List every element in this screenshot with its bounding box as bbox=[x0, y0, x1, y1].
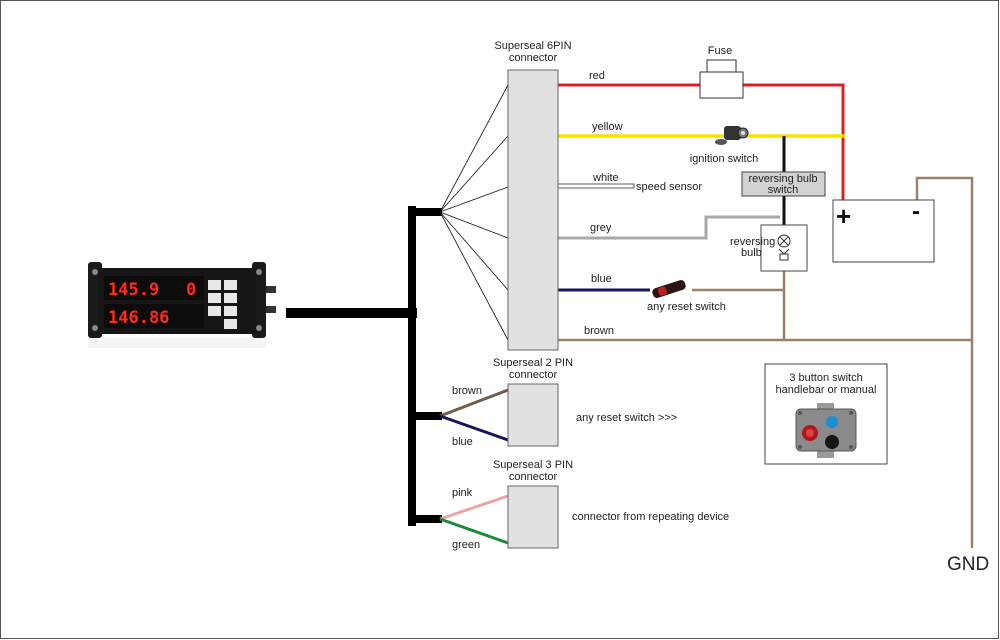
wire-label-brown-2pin: brown bbox=[452, 385, 482, 397]
three-button-switch-icon bbox=[795, 403, 857, 458]
superseal-2pin-connector bbox=[507, 383, 559, 447]
battery-plus-sign: + bbox=[836, 201, 851, 231]
wire-label-white: white bbox=[592, 172, 619, 184]
battery-box bbox=[832, 199, 935, 263]
device-cable-plug bbox=[266, 306, 276, 313]
device-button bbox=[224, 306, 237, 316]
superseal-3pin-connector bbox=[507, 485, 559, 549]
wire-label-pink: pink bbox=[452, 487, 473, 499]
ignition-switch-icon bbox=[715, 126, 749, 145]
wire-label-yellow: yellow bbox=[592, 121, 623, 133]
display-top-digits: 145.9 bbox=[108, 280, 159, 300]
main-harness bbox=[286, 206, 442, 526]
wire-label-red: red bbox=[589, 70, 605, 82]
wire-red-to-battery bbox=[743, 83, 845, 200]
wire-blue-2pin bbox=[439, 414, 509, 442]
trip-computer-device: 145.9 0 146.86 bbox=[88, 262, 276, 348]
fuse-label: Fuse bbox=[708, 45, 732, 57]
wire-grey bbox=[558, 215, 780, 240]
wire-label-green: green bbox=[452, 539, 480, 551]
reversing-bulb-switch-box bbox=[741, 171, 826, 197]
fuse-body bbox=[699, 71, 744, 99]
device-button bbox=[224, 293, 237, 303]
wire-brown-2pin bbox=[439, 388, 509, 418]
device-screw-icon bbox=[92, 269, 98, 275]
display-top-right-digit: 0 bbox=[186, 280, 196, 300]
device-button bbox=[224, 319, 237, 329]
device-button bbox=[224, 280, 237, 290]
ignition-switch-label: ignition switch bbox=[690, 153, 758, 165]
bulb-icon bbox=[777, 234, 791, 261]
any-reset-switch-label: any reset switch bbox=[647, 301, 726, 313]
device-screw-icon bbox=[256, 269, 262, 275]
display-top-window bbox=[104, 276, 204, 300]
wire-label-blue-2pin: blue bbox=[452, 436, 473, 448]
reset-switch-icon bbox=[652, 280, 686, 298]
device-screw-icon bbox=[92, 325, 98, 331]
device-button bbox=[208, 293, 221, 303]
reset-switch-2pin-label: any reset switch >>> bbox=[576, 412, 677, 424]
wire-white bbox=[557, 183, 635, 189]
wire-label-blue: blue bbox=[591, 273, 612, 285]
device-cable-plug bbox=[266, 286, 276, 293]
wire-pink bbox=[439, 494, 509, 521]
device-button bbox=[208, 306, 221, 316]
repeating-device-label: connector from repeating device bbox=[572, 511, 729, 523]
device-reflection bbox=[88, 338, 266, 348]
superseal-6pin-connector bbox=[507, 69, 559, 351]
fuse-cap bbox=[706, 59, 737, 73]
battery-minus-sign: - bbox=[912, 198, 920, 225]
gnd-label: GND bbox=[947, 554, 989, 575]
speed-sensor-label: speed sensor bbox=[636, 181, 702, 193]
wire-label-brown: brown bbox=[584, 325, 614, 337]
wire-label-grey: grey bbox=[590, 222, 612, 234]
reversing-bulb-box bbox=[760, 224, 808, 272]
device-button bbox=[208, 280, 221, 290]
display-bottom-digits: 146.86 bbox=[108, 308, 169, 328]
display-bottom-window bbox=[104, 304, 204, 328]
wire-green bbox=[439, 517, 509, 545]
device-screw-icon bbox=[256, 325, 262, 331]
harness-fanout bbox=[439, 84, 509, 341]
